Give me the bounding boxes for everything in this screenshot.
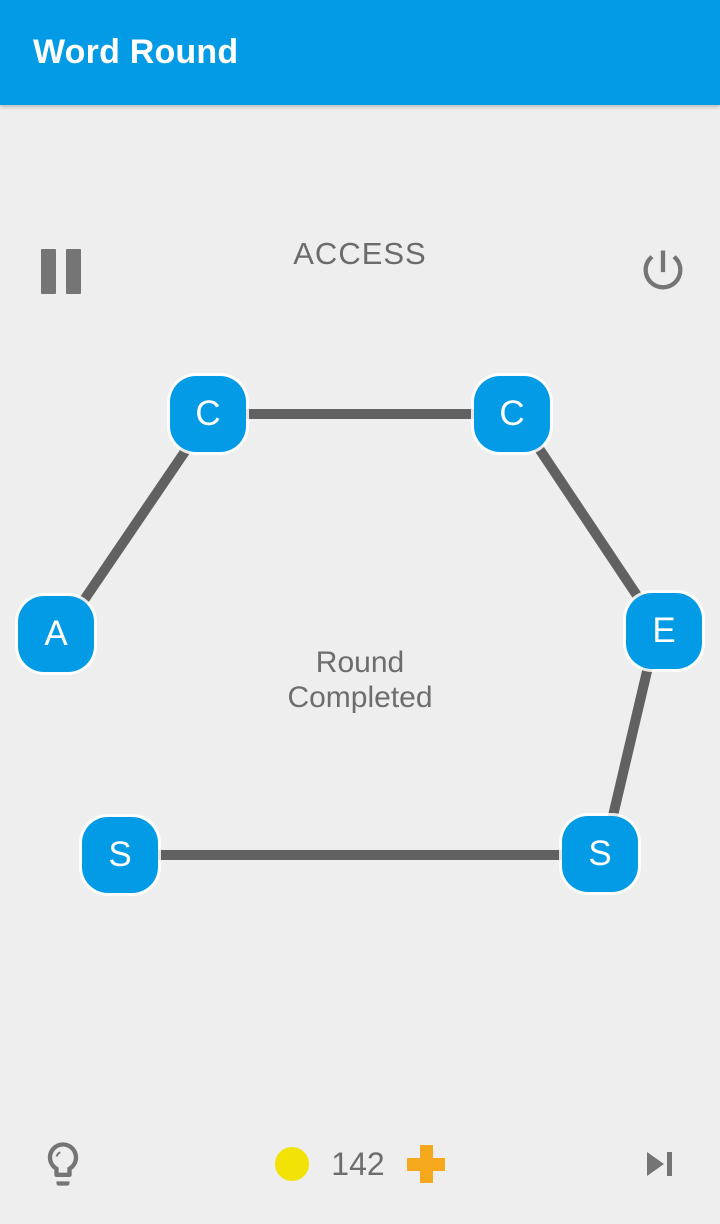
- add-coins-button[interactable]: [407, 1145, 445, 1183]
- edge-a-c1: [77, 447, 191, 606]
- game-header: ACCESS: [0, 105, 720, 294]
- app-title: Word Round: [33, 33, 239, 71]
- letter-node-label: E: [652, 610, 676, 650]
- round-status-line1: Round: [315, 646, 405, 679]
- power-button[interactable]: [630, 237, 696, 303]
- game-board: C C E S S A Round Completed: [0, 215, 720, 1105]
- letter-node-label: S: [588, 833, 612, 873]
- pause-icon: [41, 248, 56, 294]
- pause-icon-bar2: [66, 248, 81, 294]
- round-status-message: Round Completed: [0, 645, 720, 716]
- letter-node-c2[interactable]: C: [474, 376, 550, 452]
- coin-icon: [275, 1147, 309, 1181]
- coin-count: 142: [331, 1145, 385, 1182]
- round-status-line2: Completed: [287, 681, 433, 715]
- letter-node-label: S: [108, 834, 132, 874]
- letter-node-label: C: [195, 393, 221, 433]
- coin-display: 142: [0, 1104, 720, 1224]
- current-word-label: ACCESS: [293, 236, 427, 271]
- word-path-lines: [77, 409, 653, 860]
- letter-node-a[interactable]: A: [18, 596, 94, 672]
- hint-button[interactable]: [28, 1126, 98, 1202]
- app-bar: Word Round: [0, 0, 720, 105]
- edge-c2-e: [533, 444, 645, 603]
- letter-node-s1[interactable]: S: [82, 817, 158, 893]
- letter-node-s2[interactable]: S: [562, 816, 638, 892]
- power-icon: [643, 250, 683, 290]
- letter-node-label: A: [44, 613, 68, 653]
- lightbulb-icon: [47, 1142, 79, 1186]
- letter-node-e[interactable]: E: [626, 593, 702, 669]
- letter-node-label: C: [499, 393, 525, 433]
- pause-button[interactable]: [30, 240, 92, 302]
- letter-node-c1[interactable]: C: [170, 376, 246, 452]
- edge-e-s2: [607, 665, 653, 822]
- skip-next-icon: [647, 1152, 672, 1176]
- next-round-button[interactable]: [624, 1128, 694, 1200]
- bottom-toolbar: 142: [0, 1104, 720, 1224]
